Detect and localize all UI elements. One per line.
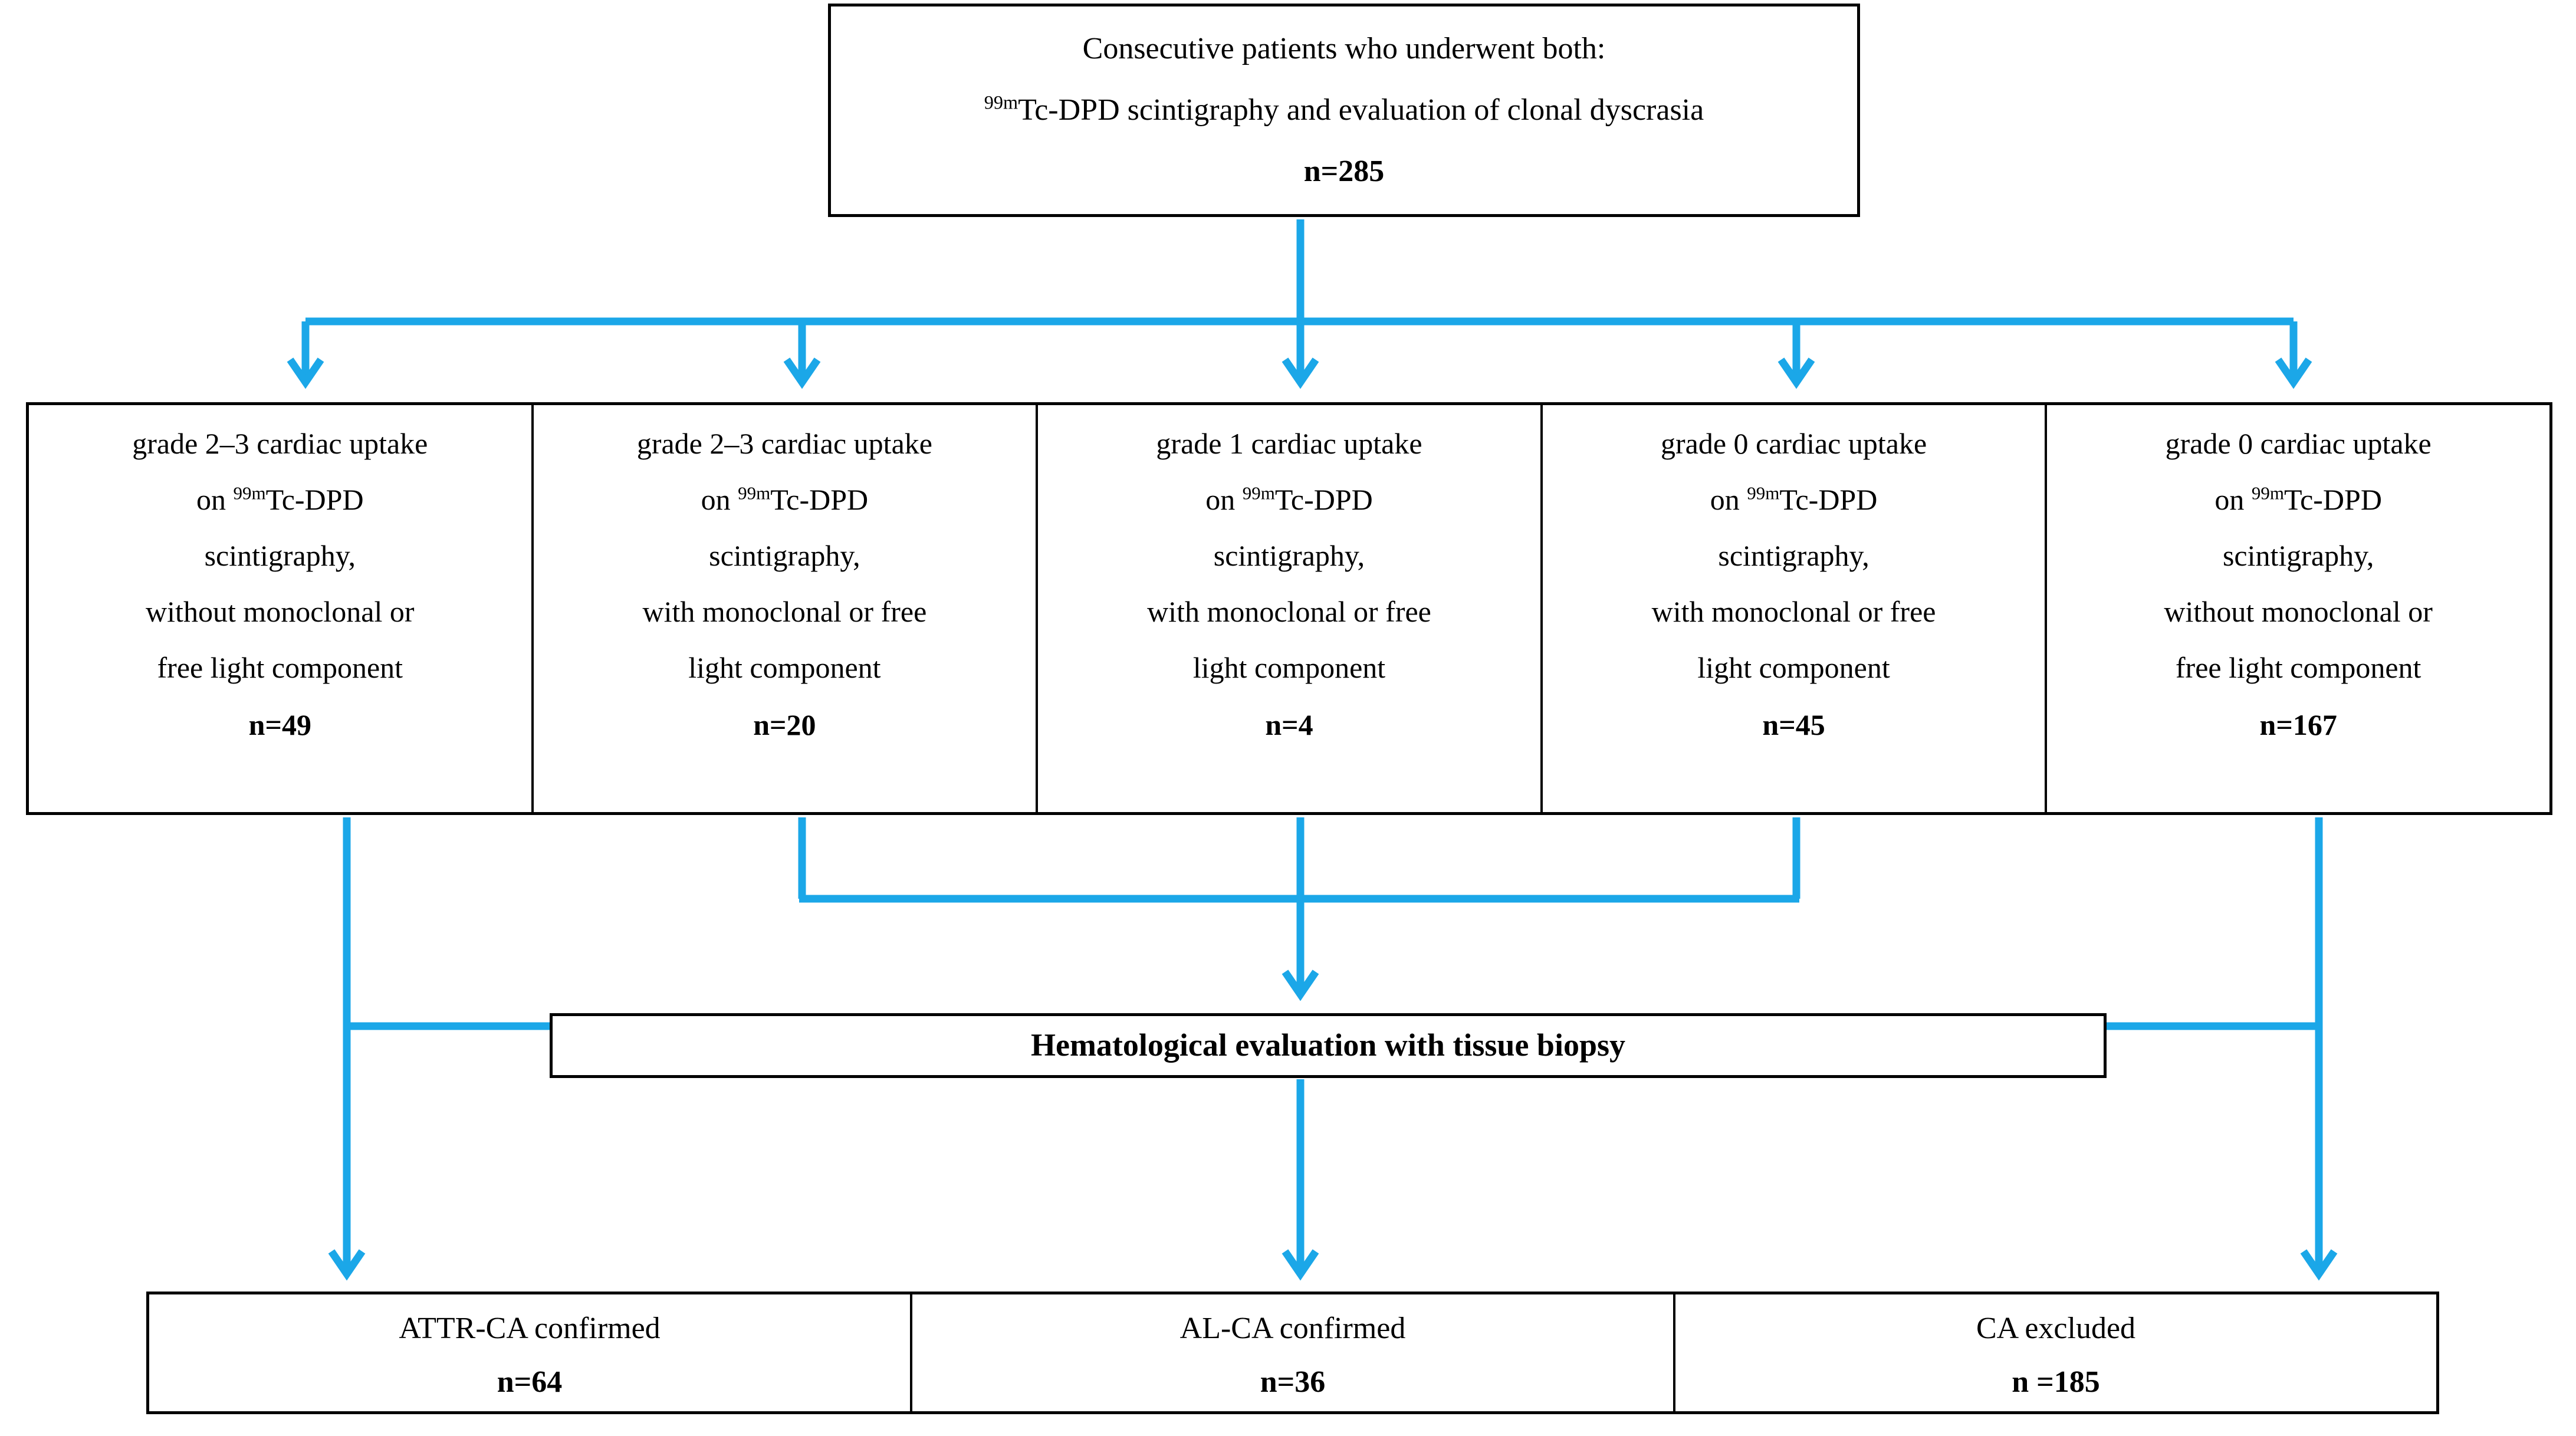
cat5-on-label: on <box>2214 483 2252 516</box>
row-uptake-categories: grade 2–3 cardiac uptake on 99mTc-DPD sc… <box>26 402 2552 815</box>
isotope-superscript: 99m <box>233 482 266 504</box>
node-attr-ca-confirmed: ATTR-CA confirmed n=64 <box>149 1294 912 1411</box>
cat3-line-3: scintigraphy, <box>1213 539 1365 572</box>
node-ca-excluded: CA excluded n =185 <box>1675 1294 2436 1411</box>
cat2-count: n=20 <box>753 708 816 741</box>
cat5-line-5: free light component <box>2175 651 2421 684</box>
isotope-superscript: 99m <box>1747 482 1780 504</box>
node-grade1-with-monoclonal: grade 1 cardiac uptake on 99mTc-DPD scin… <box>1038 405 1543 812</box>
cat1-count: n=49 <box>248 708 311 741</box>
arrowhead-down-icon-5 <box>2275 357 2312 389</box>
node-grade0-with-monoclonal: grade 0 cardiac uptake on 99mTc-DPD scin… <box>1543 405 2048 812</box>
cat1-line-4: without monoclonal or <box>146 595 415 628</box>
cat4-line-2: on 99mTc-DPD <box>1710 472 1878 528</box>
cat4-count: n=45 <box>1762 708 1825 741</box>
attr-ca-count: n=64 <box>497 1365 563 1399</box>
cat2-line-3: scintigraphy, <box>709 539 860 572</box>
al-ca-count: n=36 <box>1260 1365 1326 1399</box>
row-outcomes: ATTR-CA confirmed n=64 AL-CA confirmed n… <box>146 1292 2439 1414</box>
cat2-line-1: grade 2–3 cardiac uptake <box>636 427 932 460</box>
cat3-count: n=4 <box>1265 708 1313 741</box>
node-grade23-without-monoclonal: grade 2–3 cardiac uptake on 99mTc-DPD sc… <box>29 405 534 812</box>
arrowhead-down-icon-4 <box>1777 357 1815 389</box>
al-ca-label: AL-CA confirmed <box>1179 1312 1406 1345</box>
arrowhead-down-icon-3 <box>1282 357 1319 389</box>
cat2-line-5: light component <box>688 651 881 684</box>
arrowhead-down-icon-excluded <box>2300 1249 2338 1281</box>
cat4-tracer-label: Tc-DPD <box>1779 483 1878 516</box>
cat5-tracer-label: Tc-DPD <box>2284 483 2382 516</box>
arrowhead-down-icon-2 <box>783 357 821 389</box>
node-enrolled-patients: Consecutive patients who underwent both:… <box>828 4 1860 217</box>
cat4-on-label: on <box>1710 483 1747 516</box>
cat3-line-4: with monoclonal or free <box>1147 595 1431 628</box>
cat3-line-5: light component <box>1192 651 1386 684</box>
cat4-line-4: with monoclonal or free <box>1651 595 1936 628</box>
isotope-superscript: 99m <box>1242 482 1275 504</box>
cat3-on-label: on <box>1205 483 1243 516</box>
enrolled-line-2-rest: Tc-DPD scintigraphy and evaluation of cl… <box>1018 93 1704 127</box>
cat1-tracer-label: Tc-DPD <box>265 483 364 516</box>
cat5-line-2: on 99mTc-DPD <box>2214 472 2382 528</box>
cat5-line-1: grade 0 cardiac uptake <box>2165 427 2432 460</box>
node-al-ca-confirmed: AL-CA confirmed n=36 <box>912 1294 1675 1411</box>
cat4-line-3: scintigraphy, <box>1718 539 1869 572</box>
isotope-superscript: 99m <box>984 91 1018 113</box>
arrowhead-down-icon-hematology <box>1282 970 1319 1001</box>
node-grade0-without-monoclonal: grade 0 cardiac uptake on 99mTc-DPD scin… <box>2047 405 2549 812</box>
cat4-line-1: grade 0 cardiac uptake <box>1661 427 1927 460</box>
node-grade23-with-monoclonal: grade 2–3 cardiac uptake on 99mTc-DPD sc… <box>534 405 1039 812</box>
cat2-line-2: on 99mTc-DPD <box>701 472 869 528</box>
attr-ca-label: ATTR-CA confirmed <box>399 1312 661 1345</box>
cat3-tracer-label: Tc-DPD <box>1274 483 1373 516</box>
ca-excluded-count: n =185 <box>2012 1365 2100 1399</box>
enrolled-count: n=285 <box>1303 155 1385 188</box>
cat4-line-5: light component <box>1697 651 1890 684</box>
arrowhead-down-icon-al <box>1282 1249 1319 1281</box>
node-hematological-evaluation: Hematological evaluation with tissue bio… <box>550 1013 2107 1078</box>
ca-excluded-label: CA excluded <box>1976 1312 2136 1345</box>
cat3-line-2: on 99mTc-DPD <box>1205 472 1373 528</box>
enrolled-line-1: Consecutive patients who underwent both: <box>1082 32 1606 65</box>
enrolled-line-2: 99mTc-DPD scintigraphy and evaluation of… <box>984 80 1704 141</box>
cat1-line-2: on 99mTc-DPD <box>196 472 364 528</box>
cat5-line-3: scintigraphy, <box>2222 539 2374 572</box>
isotope-superscript: 99m <box>2251 482 2285 504</box>
arrowhead-down-icon-1 <box>287 357 324 389</box>
arrowhead-down-icon-attr <box>328 1249 366 1281</box>
cat5-line-4: without monoclonal or <box>2164 595 2433 628</box>
cat2-tracer-label: Tc-DPD <box>770 483 869 516</box>
cat2-on-label: on <box>701 483 738 516</box>
cat1-line-3: scintigraphy, <box>204 539 356 572</box>
cat5-count: n=167 <box>2259 708 2337 741</box>
cat1-line-5: free light component <box>157 651 403 684</box>
cat1-on-label: on <box>196 483 234 516</box>
cat3-line-1: grade 1 cardiac uptake <box>1156 427 1422 460</box>
cat2-line-4: with monoclonal or free <box>642 595 927 628</box>
cat1-line-1: grade 2–3 cardiac uptake <box>132 427 428 460</box>
isotope-superscript: 99m <box>738 482 771 504</box>
hematology-label: Hematological evaluation with tissue bio… <box>1030 1027 1626 1063</box>
